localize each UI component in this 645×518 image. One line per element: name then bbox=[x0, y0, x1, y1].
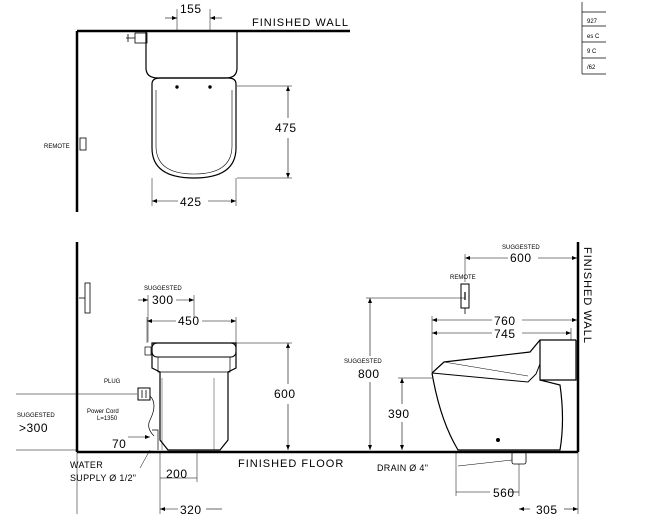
remote-top-label: REMOTE bbox=[44, 144, 70, 150]
power-cord-label-2: L=1350 bbox=[97, 416, 118, 422]
finished-wall-top-label: FINISHED WALL bbox=[252, 17, 349, 29]
plan-view bbox=[75, 9, 350, 212]
plug-label: PLUG bbox=[104, 379, 121, 385]
finished-floor-label: FINISHED FLOOR bbox=[238, 458, 344, 470]
remote-side-label: REMOTE bbox=[450, 275, 476, 281]
dim-450: 450 bbox=[178, 314, 200, 328]
table-fragment-4: /62 bbox=[587, 65, 596, 71]
water-supply-label-1: WATER bbox=[70, 460, 103, 470]
dim-600-top: 600 bbox=[510, 251, 532, 265]
dim-745: 745 bbox=[494, 327, 516, 341]
dim-155: 155 bbox=[180, 2, 202, 16]
table-fragment-2: es C bbox=[587, 34, 600, 40]
suggested-600-label: SUGGESTED bbox=[502, 245, 540, 251]
dim-560: 560 bbox=[493, 486, 515, 500]
dim-300-top: 300 bbox=[152, 293, 174, 307]
suggested-800-label: SUGGESTED bbox=[344, 359, 382, 365]
dim-70: 70 bbox=[112, 437, 126, 451]
suggested-left-label: SUGGESTED bbox=[17, 413, 55, 419]
dim-200: 200 bbox=[166, 467, 188, 481]
power-cord-label-1: Power Cord bbox=[87, 409, 119, 415]
table-fragment-1: 927 bbox=[587, 19, 598, 25]
front-elevation bbox=[16, 242, 578, 514]
dim-305: 305 bbox=[536, 503, 558, 517]
dim-425: 425 bbox=[180, 195, 202, 209]
side-elevation bbox=[366, 242, 580, 514]
dim-475: 475 bbox=[275, 121, 297, 135]
drain-label: DRAIN Ø 4" bbox=[377, 463, 428, 473]
spec-table-fragment bbox=[581, 2, 606, 75]
dim-300-left: >300 bbox=[19, 421, 48, 435]
table-fragment-3: 9 C bbox=[587, 49, 597, 55]
dim-600-height: 600 bbox=[274, 387, 296, 401]
water-supply-label-2: SUPPLY Ø 1/2" bbox=[70, 473, 136, 483]
finished-wall-side-label: FINISHED WALL bbox=[581, 247, 593, 344]
dim-390: 390 bbox=[388, 407, 410, 421]
suggested-300-label: SUGGESTED bbox=[144, 286, 182, 292]
dim-760: 760 bbox=[494, 314, 516, 328]
dim-800: 800 bbox=[358, 367, 380, 381]
dim-320: 320 bbox=[180, 503, 202, 517]
